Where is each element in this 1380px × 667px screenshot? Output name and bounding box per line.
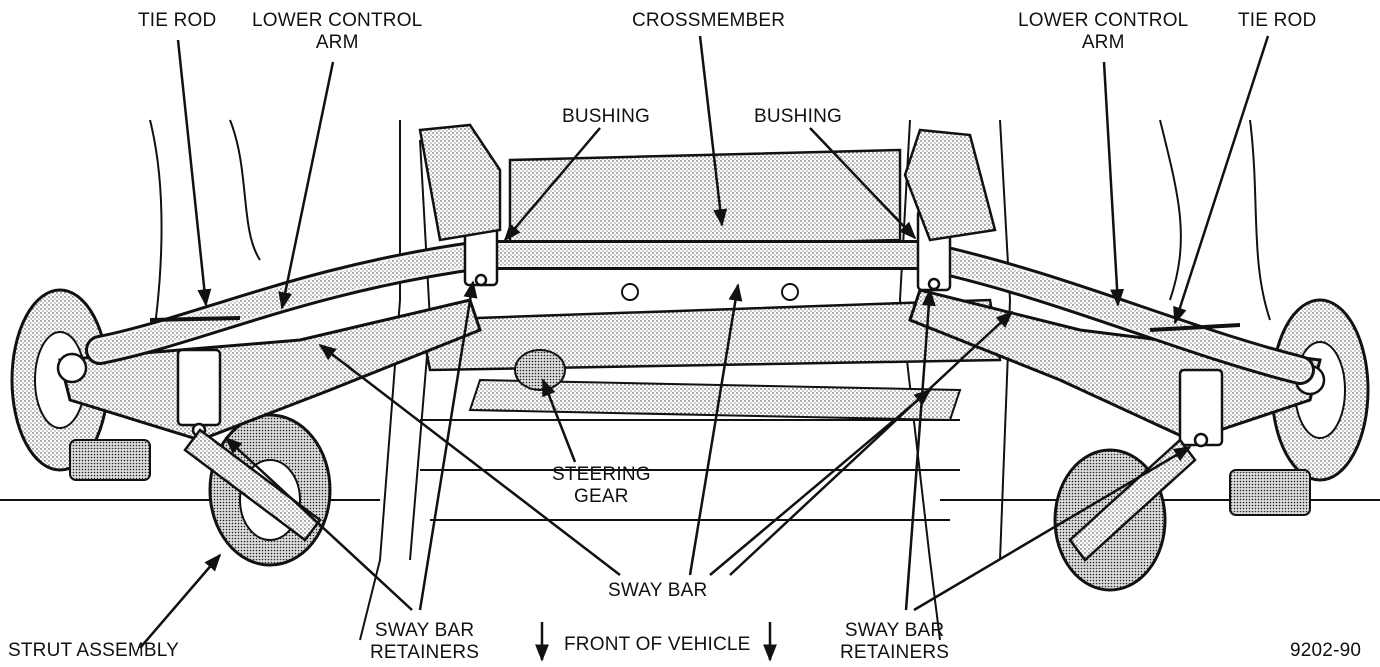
- sway-bar-part: [85, 240, 1315, 385]
- label-sway-bar-retainers-right: SWAY BAR RETAINERS: [840, 620, 950, 663]
- label-tie-rod-left: TIE ROD: [138, 10, 217, 31]
- label-front-of-vehicle: FRONT OF VEHICLE: [564, 634, 751, 655]
- steering-gear-part: [468, 349, 962, 422]
- label-lower-control-arm-left: LOWER CONTROL ARM: [252, 10, 423, 53]
- label-strut-assembly: STRUT ASSEMBLY: [8, 640, 180, 661]
- front-direction-arrows: [535, 622, 777, 662]
- leader-lines: [139, 35, 1270, 649]
- bushing-mounts: [418, 123, 997, 242]
- crossmember-part: [418, 148, 1002, 372]
- figure-number: 9202-90: [1290, 640, 1362, 661]
- tie-rods: [149, 316, 1241, 332]
- brake-calipers: [69, 439, 1311, 516]
- label-sway-bar-retainers-left: SWAY BAR RETAINERS: [370, 620, 480, 663]
- label-sway-bar: SWAY BAR: [608, 580, 708, 601]
- label-crossmember: CROSSMEMBER: [632, 10, 786, 31]
- label-tie-rod-right: TIE ROD: [1238, 10, 1317, 31]
- label-steering-gear: STEERING GEAR: [552, 464, 651, 507]
- label-bushing-right: BUSHING: [754, 106, 842, 127]
- label-lower-control-arm-right: LOWER CONTROL ARM: [1018, 10, 1189, 53]
- sway-bar-retainer-brackets: [176, 203, 1224, 448]
- label-bushing-left: BUSHING: [562, 106, 650, 127]
